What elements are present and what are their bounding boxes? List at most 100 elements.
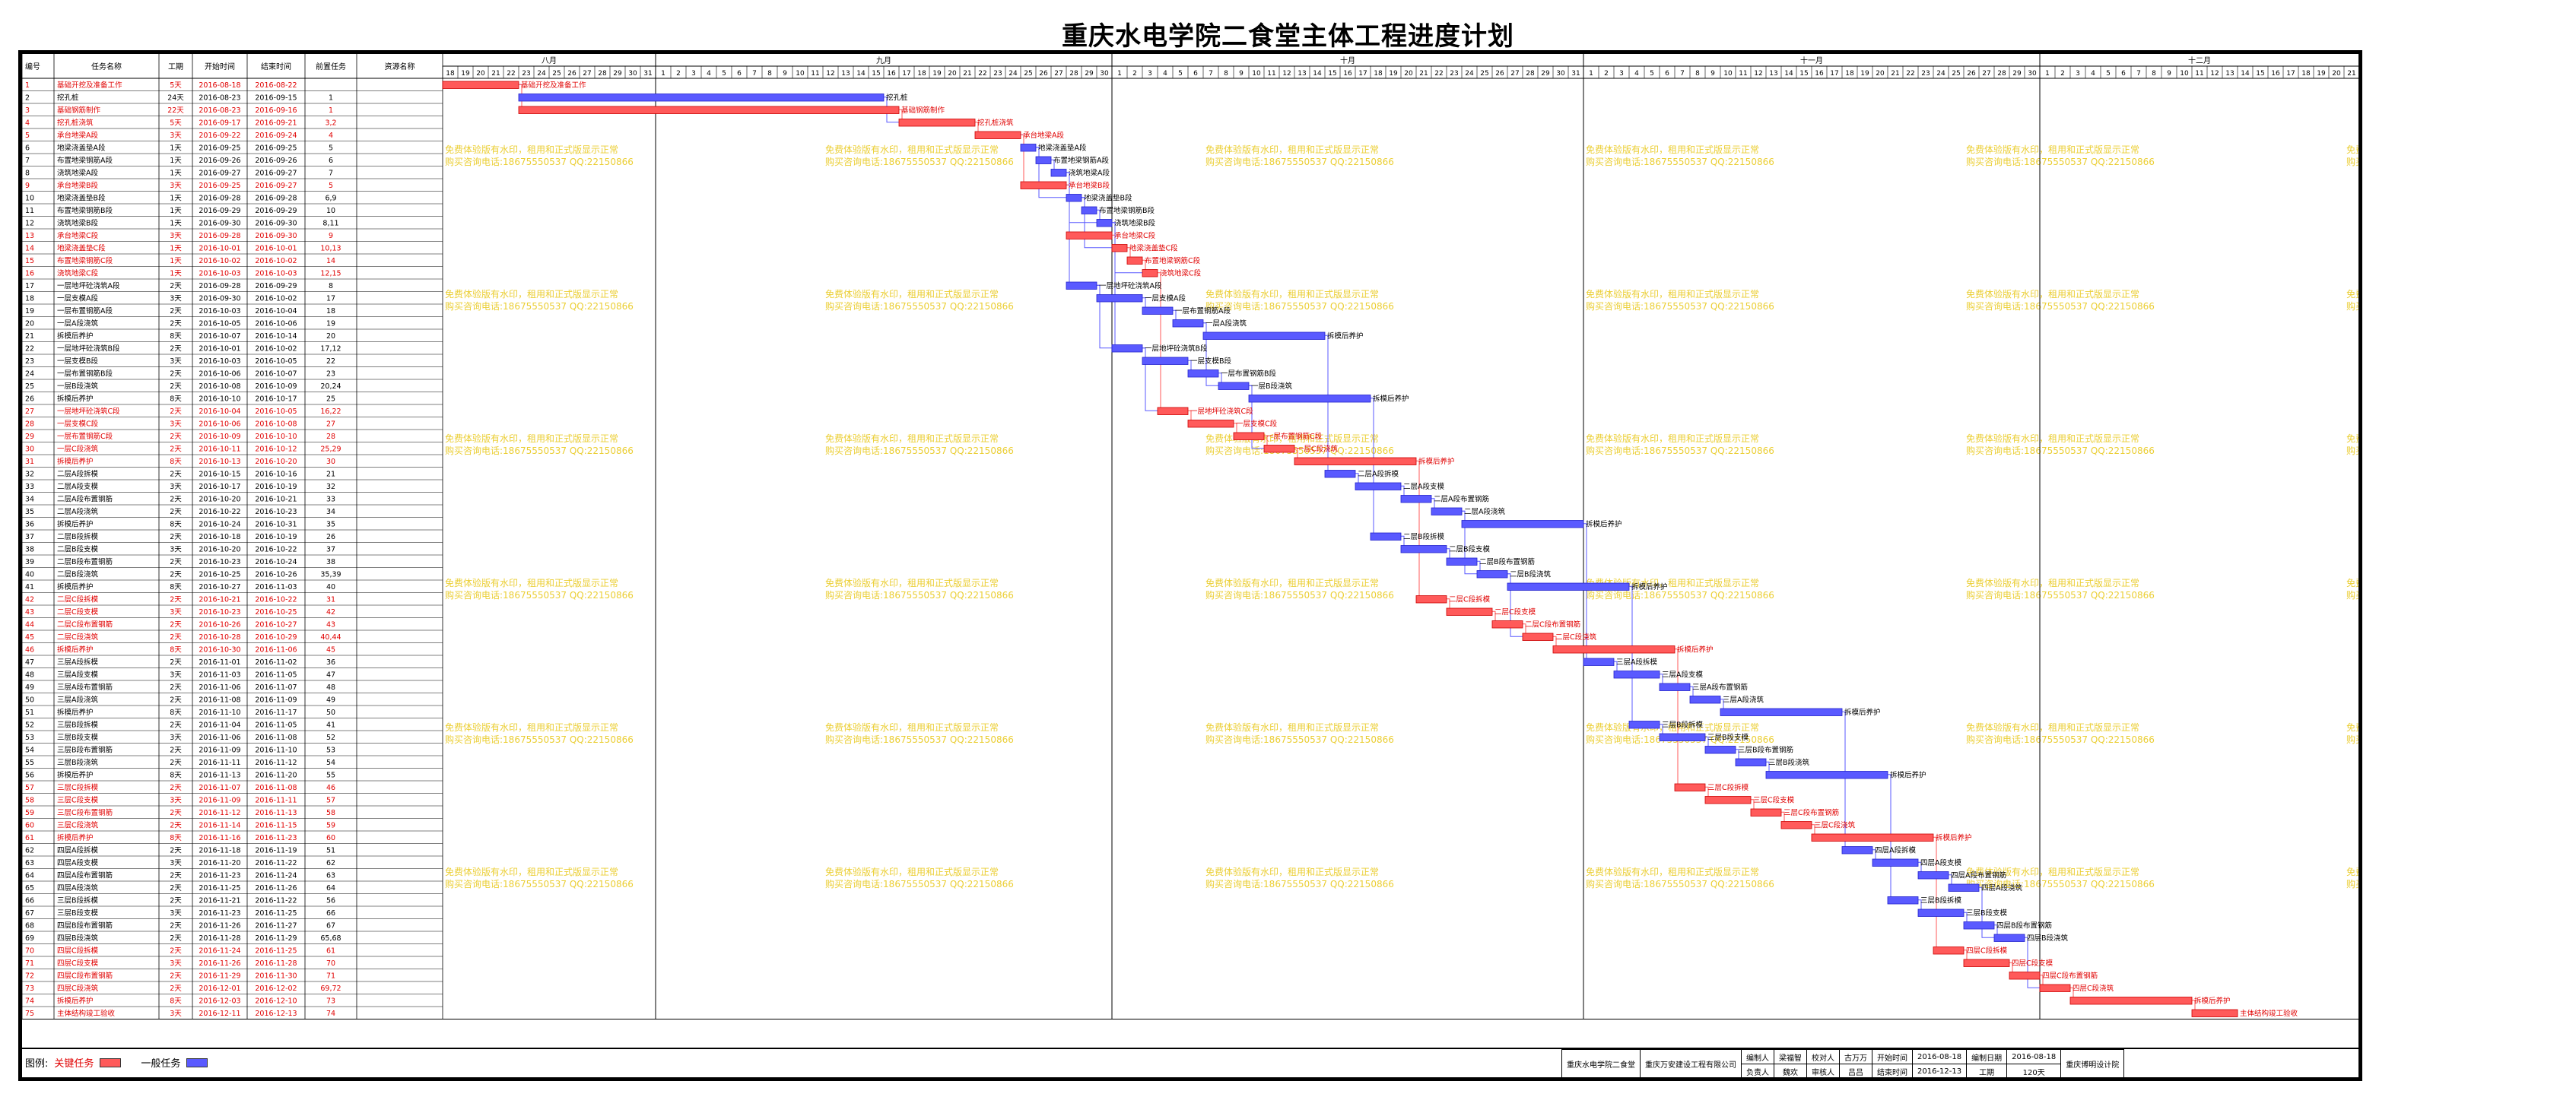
task-cell: 52 <box>326 734 335 742</box>
day-label: 10 <box>796 70 805 78</box>
task-cell: 2016-11-21 <box>199 897 240 905</box>
task-cell: 2016-10-17 <box>255 395 297 404</box>
task-cell: 2016-10-22 <box>255 596 297 604</box>
bar-label: 一层支模C段 <box>1236 420 1278 429</box>
task-cell: 2天 <box>170 947 182 956</box>
day-label: 6 <box>1665 70 1669 78</box>
day-label: 18 <box>1845 70 1854 78</box>
task-cell: 33 <box>25 483 34 491</box>
task-cell: 2016-11-08 <box>255 784 297 792</box>
task-cell: 8天 <box>170 395 182 404</box>
bar-label: 浇筑地梁C段 <box>1160 269 1202 278</box>
bar-label: 一层地坪砼浇筑A段 <box>1099 281 1162 290</box>
task-cell: 19 <box>326 320 335 328</box>
task-cell: 2016-11-08 <box>255 734 297 742</box>
watermark-text: 免费体验版有水印，租用和正式版显示正常 <box>1205 288 1379 300</box>
task-cell: 25 <box>326 395 335 404</box>
task-cell: 2016-10-02 <box>255 257 297 265</box>
day-label: 9 <box>783 70 787 78</box>
task-cell: 67 <box>25 909 34 918</box>
watermark-text: 免费体验版有水印，租用和正式版显示正常 <box>2346 577 2358 588</box>
day-label: 21 <box>1891 70 1899 78</box>
task-cell: 三层B段支模 <box>57 908 99 918</box>
task-cell: 2天 <box>170 621 182 629</box>
day-label: 16 <box>1815 70 1824 78</box>
watermark-text: 购买咨询电话:18675550537 QQ:22150866 <box>1205 156 1394 167</box>
watermark-text: 免费体验版有水印，租用和正式版显示正常 <box>2346 288 2358 300</box>
task-cell: 72 <box>25 972 34 981</box>
task-cell: 3天 <box>170 859 182 867</box>
day-label: 8 <box>1695 70 1700 78</box>
gantt-bar <box>1081 206 1097 214</box>
gantt-bar <box>1887 896 1919 905</box>
watermark-text: 免费体验版有水印，租用和正式版显示正常 <box>825 288 999 300</box>
legend-critical-swatch <box>100 1058 122 1067</box>
task-cell: 20 <box>326 332 335 341</box>
task-cell: 45 <box>25 633 34 642</box>
task-cell: 二层A段支模 <box>57 482 98 491</box>
task-cell: 2016-11-19 <box>255 847 297 855</box>
task-cell: 34 <box>326 508 335 516</box>
gantt-bar <box>1750 808 1782 817</box>
info-cell: 120天 <box>2006 1064 2062 1079</box>
task-cell: 18 <box>25 295 34 303</box>
task-cell: 51 <box>25 709 34 717</box>
task-cell: 14 <box>25 245 34 253</box>
day-label: 20 <box>1876 70 1885 78</box>
gantt-bar <box>1020 144 1037 152</box>
bar-label: 一层地坪砼浇筑B段 <box>1145 344 1208 354</box>
bar-label: 浇筑地梁B段 <box>1114 219 1156 228</box>
watermark-text: 购买咨询电话:18675550537 QQ:22150866 <box>825 878 1014 889</box>
watermark-text: 购买咨询电话:18675550537 QQ:22150866 <box>1205 300 1394 312</box>
info-project: 重庆水电学院二食堂 <box>1561 1049 1641 1079</box>
task-cell: 2天 <box>170 496 182 504</box>
watermark-text: 购买咨询电话:18675550537 QQ:22150866 <box>1586 878 1774 889</box>
task-cell: 2016-09-29 <box>199 207 240 215</box>
task-cell: 68 <box>25 922 34 931</box>
day-label: 29 <box>1085 70 1094 78</box>
bar-label: 浇筑地梁A段 <box>1069 169 1110 178</box>
bar-label: 三层C段浇筑 <box>1814 821 1856 830</box>
gantt-bar <box>1066 231 1113 239</box>
task-cell: 四层A段浇筑 <box>57 883 98 893</box>
day-label: 27 <box>1510 70 1519 78</box>
task-cell: 地梁浇盖垫B段 <box>57 194 106 203</box>
dependency-line <box>1462 510 1477 575</box>
chart-frame <box>18 50 2362 1081</box>
task-cell: 40 <box>25 571 34 579</box>
task-cell: 浇筑地梁B段 <box>57 219 99 228</box>
task-cell: 四层A段支模 <box>57 858 98 867</box>
task-cell: 2天 <box>170 307 182 316</box>
task-cell: 一层A段浇筑 <box>57 319 98 328</box>
task-cell: 31 <box>326 596 335 604</box>
task-cell: 2016-10-01 <box>199 345 240 354</box>
day-label: 22 <box>978 70 986 78</box>
watermark-text: 购买咨询电话:18675550537 QQ:22150866 <box>445 589 634 601</box>
day-label: 6 <box>2121 70 2126 78</box>
task-cell: 71 <box>326 972 335 981</box>
bar-label: 挖孔桩浇筑 <box>977 119 1014 128</box>
task-cell: 2016-11-09 <box>199 797 240 805</box>
task-cell: 拆模后养护 <box>57 833 94 842</box>
day-label: 26 <box>567 70 577 78</box>
task-cell: 23 <box>25 357 34 366</box>
task-cell: 2016-09-21 <box>255 119 297 128</box>
task-cell: 2016-11-24 <box>255 872 297 880</box>
bar-label: 拆模后养护 <box>1586 520 1622 529</box>
task-cell: 20,24 <box>320 382 341 391</box>
bar-label: 布置地梁钢筋B段 <box>1099 206 1155 215</box>
task-cell: 2016-11-10 <box>199 709 240 717</box>
task-cell: 2016-11-12 <box>199 809 240 817</box>
task-cell: 48 <box>25 671 34 680</box>
task-cell: 2016-11-29 <box>199 972 240 981</box>
task-cell: 18 <box>326 307 335 316</box>
gantt-bar <box>1720 708 1843 716</box>
task-cell: 布置地梁钢筋C段 <box>57 256 113 265</box>
day-label: 13 <box>1769 70 1777 78</box>
task-cell: 67 <box>326 922 335 931</box>
watermark-text: 免费体验版有水印，租用和正式版显示正常 <box>1966 721 2139 733</box>
task-cell: 3,2 <box>325 119 336 128</box>
info-company: 重庆万安建设工程有限公司 <box>1640 1049 1742 1079</box>
task-cell: 2天 <box>170 446 182 454</box>
day-label: 1 <box>2045 70 2050 78</box>
